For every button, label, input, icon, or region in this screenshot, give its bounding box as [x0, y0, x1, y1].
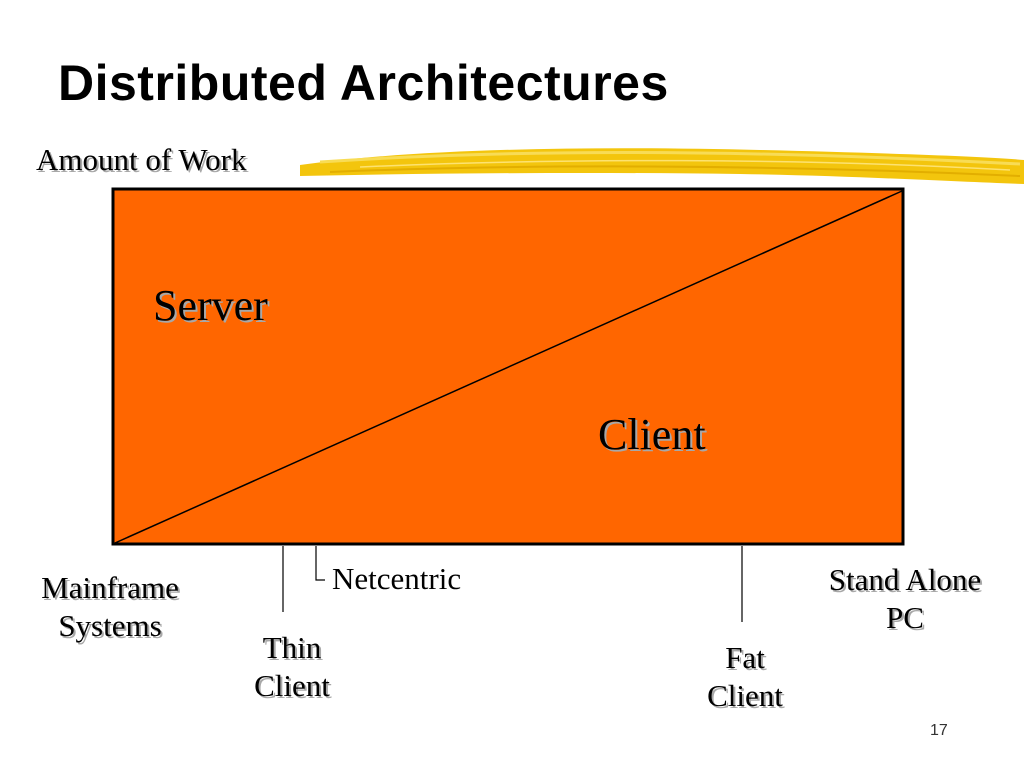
stand-alone-line-2: PC — [886, 600, 924, 635]
stand-alone-pc-label: Stand Alone PC — [800, 561, 1010, 637]
fat-client-label: Fat Client — [685, 639, 805, 715]
mainframe-systems-label: Mainframe Systems — [20, 569, 200, 645]
page-number: 17 — [930, 722, 948, 739]
thin-client-line-2: Client — [254, 668, 330, 703]
mainframe-line-1: Mainframe — [41, 570, 179, 605]
stand-alone-line-1: Stand Alone — [828, 562, 982, 597]
fat-client-line-2: Client — [707, 678, 783, 713]
slide-title: Distributed Architectures — [58, 55, 669, 111]
thin-client-line-1: Thin — [262, 630, 322, 665]
netcentric-label: Netcentric — [332, 561, 462, 596]
netcentric-marker — [315, 546, 325, 581]
server-client-divider — [114, 190, 903, 544]
server-region-label: Server — [153, 281, 268, 330]
thin-client-label: Thin Client — [232, 629, 352, 705]
mainframe-line-2: Systems — [58, 608, 162, 643]
client-region-label: Client — [598, 410, 706, 459]
fat-client-line-1: Fat — [725, 640, 765, 675]
amount-of-work-label: Amount of Work — [36, 142, 247, 177]
